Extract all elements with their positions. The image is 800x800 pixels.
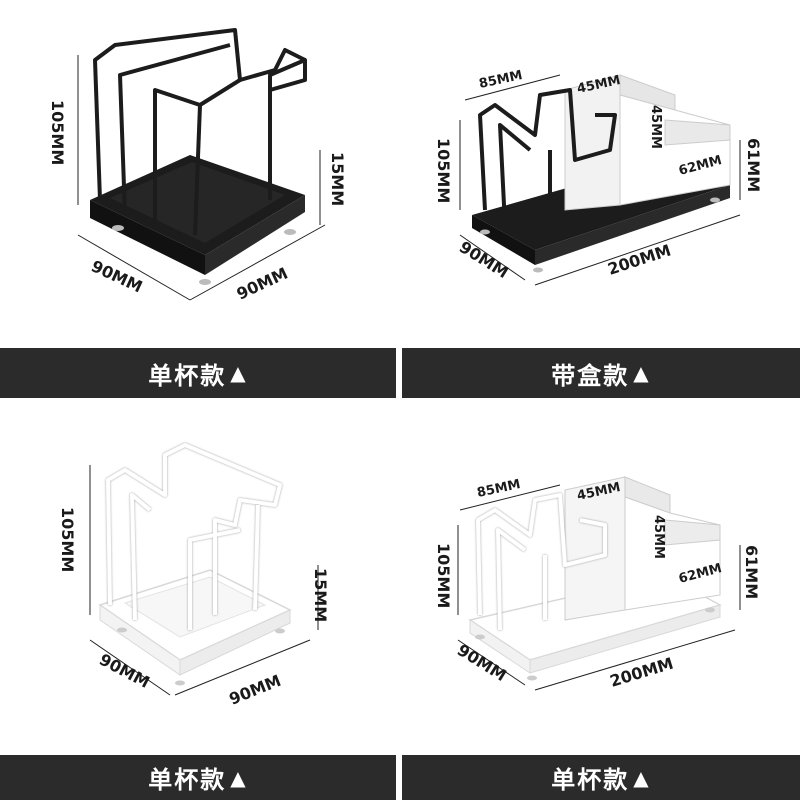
foot bbox=[475, 634, 485, 640]
triangle-up-icon: ▲ bbox=[230, 765, 248, 790]
right-height-label: 61MM bbox=[742, 545, 761, 599]
wire-frame-outline bbox=[106, 443, 282, 630]
foot bbox=[533, 267, 543, 273]
foot bbox=[275, 628, 285, 634]
white-single-holder-drawing: 105MM 90MM 90MM 15MM bbox=[58, 443, 330, 709]
wire-frame bbox=[93, 28, 307, 236]
box-side bbox=[619, 94, 731, 206]
top-width-label: 85MM bbox=[476, 477, 522, 501]
box-side bbox=[624, 496, 721, 611]
banner-single-cup-white: 单杯款▲ bbox=[0, 755, 396, 800]
box-step bbox=[664, 119, 731, 146]
panel-black-single: 105MM 90MM 90MM 15MM bbox=[0, 0, 400, 345]
foot bbox=[175, 680, 185, 686]
height-label: 105MM bbox=[434, 543, 453, 608]
base-front bbox=[90, 200, 205, 275]
banner-with-box: 带盒款▲ bbox=[402, 348, 800, 398]
length-label: 200MM bbox=[605, 241, 673, 279]
base-tray bbox=[123, 576, 267, 638]
right-height-label: 61MM bbox=[744, 138, 763, 192]
wire-frame-outline bbox=[476, 493, 607, 631]
foot bbox=[527, 675, 537, 681]
base-side bbox=[179, 609, 291, 676]
banner-single-cup-white-box: 单杯款▲ bbox=[402, 755, 800, 800]
height-label: 105MM bbox=[48, 100, 67, 165]
width-label: 90MM bbox=[234, 264, 291, 304]
base-side bbox=[205, 195, 305, 275]
top-width-label: 85MM bbox=[478, 68, 524, 92]
foot bbox=[284, 229, 296, 235]
foot bbox=[112, 225, 124, 231]
foot bbox=[480, 229, 490, 235]
triangle-up-icon: ▲ bbox=[230, 361, 248, 385]
foot bbox=[705, 607, 715, 613]
panel-white-with-box: 85MM 45MM 45MM 62MM 105MM 61MM 90MM 200M… bbox=[400, 405, 800, 750]
depth-label: 90MM bbox=[88, 256, 145, 296]
black-box-holder-drawing: 85MM 45MM 45MM 62MM 105MM 61MM 90MM 200M… bbox=[434, 68, 763, 286]
white-box-holder-drawing: 85MM 45MM 45MM 62MM 105MM 61MM 90MM 200M… bbox=[434, 476, 761, 691]
height-label: 105MM bbox=[434, 138, 453, 203]
foot bbox=[710, 197, 720, 203]
base-height-label: 15MM bbox=[311, 568, 330, 622]
wire-frame bbox=[478, 88, 617, 226]
banner-label: 单杯款 bbox=[148, 361, 227, 390]
box-side-label: 45MM bbox=[648, 105, 663, 149]
length-label: 200MM bbox=[608, 654, 676, 691]
base-side bbox=[529, 604, 721, 674]
banner-single-cup: 单杯款▲ bbox=[0, 348, 396, 398]
depth-label: 90MM bbox=[96, 650, 153, 692]
banner-label: 带盒款 bbox=[551, 361, 630, 390]
panel-white-single: 105MM 90MM 90MM 15MM bbox=[0, 405, 400, 750]
panel-black-with-box: 85MM 45MM 45MM 62MM 105MM 61MM 90MM 200M… bbox=[400, 0, 800, 345]
banner-label: 单杯款 bbox=[551, 766, 630, 794]
box-side-label: 45MM bbox=[651, 515, 666, 559]
triangle-up-icon: ▲ bbox=[633, 361, 651, 385]
black-single-holder-drawing: 105MM 90MM 90MM 15MM bbox=[48, 28, 347, 304]
base-height-label: 15MM bbox=[328, 152, 347, 206]
base-front bbox=[472, 215, 535, 265]
banner-label: 单杯款 bbox=[148, 766, 227, 794]
foot bbox=[199, 279, 211, 285]
triangle-up-icon: ▲ bbox=[633, 765, 651, 790]
base-side bbox=[535, 185, 730, 265]
height-label: 105MM bbox=[58, 507, 77, 572]
foot bbox=[117, 627, 127, 633]
width-label: 90MM bbox=[226, 671, 283, 709]
box-step bbox=[664, 519, 721, 546]
